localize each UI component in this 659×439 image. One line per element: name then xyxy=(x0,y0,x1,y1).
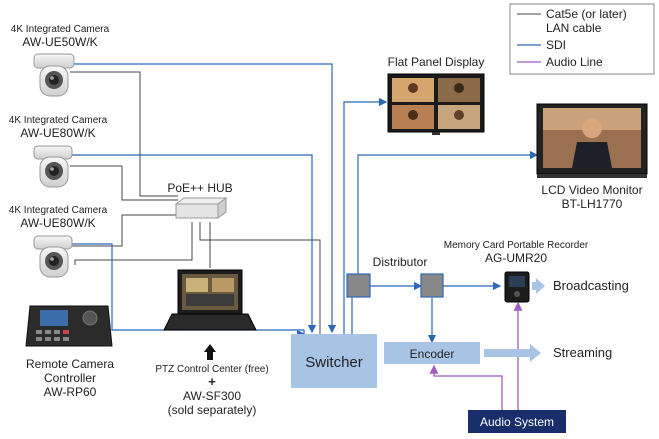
encoder-label: Encoder xyxy=(410,347,455,361)
legend: Cat5e (or later) LAN cable SDI Audio Lin… xyxy=(509,3,655,75)
recorder-line-1: Memory Card Portable Recorder xyxy=(444,240,589,251)
broadcasting-arrow-icon xyxy=(532,278,545,294)
controller-line-3: AW-RP60 xyxy=(44,385,97,399)
ptz-line-2: AW-SF300 xyxy=(183,389,241,403)
remote-controller-icon xyxy=(25,305,113,347)
distributor-label: Distributor xyxy=(373,255,428,269)
audio-system-label: Audio System xyxy=(480,415,554,429)
lcd-line-1: LCD Video Monitor xyxy=(541,183,642,197)
switcher-label: Switcher xyxy=(305,354,363,371)
encoder-box xyxy=(384,342,480,364)
audio-system-box xyxy=(468,410,566,433)
controller-line-2: Controller xyxy=(44,371,96,385)
lcd-line-2: BT-LH1770 xyxy=(562,197,623,211)
up-arrow-icon xyxy=(204,344,216,360)
lcd-monitor-icon xyxy=(536,103,648,178)
ptz-camera-3-icon xyxy=(33,235,73,278)
streaming-arrow-icon xyxy=(484,344,541,362)
laptop-icon xyxy=(163,269,257,331)
ptz-camera-2-icon xyxy=(33,145,73,188)
ptz-line-3: (sold separately) xyxy=(168,403,257,417)
distributor-box-1 xyxy=(346,273,371,298)
ptz-plus: + xyxy=(208,374,216,389)
ptz-line-1: PTZ Control Center (free) xyxy=(155,364,268,375)
streaming-label: Streaming xyxy=(553,345,612,360)
broadcasting-label: Broadcasting xyxy=(553,278,629,293)
hub-label: PoE++ HUB xyxy=(167,181,232,195)
legend-audio-label: Audio Line xyxy=(546,55,603,69)
switcher-box xyxy=(291,334,377,388)
poe-hub-icon xyxy=(174,197,228,219)
camera-2-model: AW-UE80W/K xyxy=(20,126,95,140)
recorder-icon xyxy=(504,271,530,303)
camera-3-model: AW-UE80W/K xyxy=(20,216,95,230)
lan-lines xyxy=(68,71,321,334)
distributor-box-2 xyxy=(420,273,444,298)
camera-3-title: 4K Integrated Camera xyxy=(9,205,108,216)
legend-sdi-label: SDI xyxy=(546,38,566,52)
flat-panel-label: Flat Panel Display xyxy=(388,55,485,69)
ptz-camera-1-icon xyxy=(33,53,75,97)
flat-panel-display-icon xyxy=(387,73,485,135)
sdi-lines xyxy=(68,63,539,344)
camera-1-model: AW-UE50W/K xyxy=(22,35,97,49)
recorder-line-2: AG-UMR20 xyxy=(485,251,547,265)
camera-1-title: 4K Integrated Camera xyxy=(11,24,110,35)
controller-line-1: Remote Camera xyxy=(26,357,114,371)
legend-lan-label-2: LAN cable xyxy=(546,21,602,35)
camera-2-title: 4K Integrated Camera xyxy=(9,115,108,126)
legend-lan-label: Cat5e (or later) xyxy=(546,7,627,21)
